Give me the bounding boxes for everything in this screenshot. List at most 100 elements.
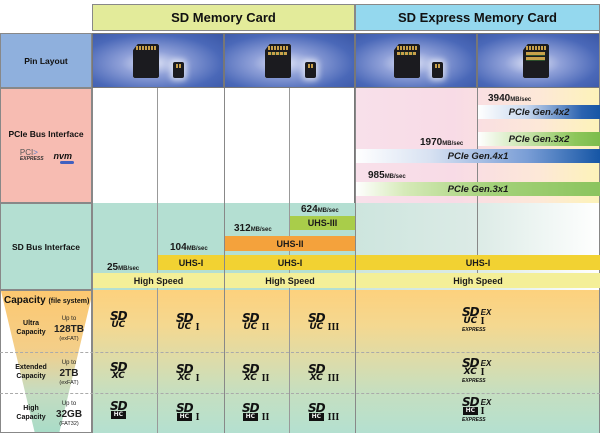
- column-divider: [157, 88, 158, 433]
- capacity-title: Capacity (file system): [4, 295, 89, 306]
- bar-label: UHS-I: [178, 257, 204, 268]
- speed-value: 312: [234, 223, 251, 234]
- bar-label: UHS-I: [465, 257, 491, 268]
- bar-label: PCIe Gen.4x2: [508, 106, 570, 118]
- capacity-type: XC: [463, 367, 477, 377]
- bar-pcie-gen4x2: PCIe Gen.4x2: [478, 105, 600, 119]
- capacity-type: UC: [463, 316, 478, 326]
- capacity-type: UC: [243, 321, 258, 332]
- speed-unit: MB/sec: [510, 97, 532, 103]
- pin-layout-uhs1: [92, 33, 224, 88]
- microsd-card-icon: [173, 62, 184, 78]
- pci-express-logo-top: PCI: [19, 147, 34, 157]
- pcie-empty-area: [92, 88, 355, 203]
- sd-text: SD: [110, 309, 128, 323]
- capacity-legend: Capacity (file system) Ultra Capacity Up…: [0, 290, 92, 433]
- express-label: EXPRESS: [462, 417, 486, 423]
- express-label: EXPRESS: [462, 327, 486, 333]
- bar-label: High Speed: [133, 275, 184, 286]
- speed-unit: MB/sec: [250, 227, 272, 233]
- bar-uhs1: UHS-I: [158, 255, 224, 270]
- capacity-type: HC: [308, 413, 325, 421]
- capacity-name-line2: Capacity: [16, 414, 46, 421]
- sd-text: SD: [176, 401, 194, 415]
- capacity-name-line1: Ultra: [23, 320, 39, 327]
- sd-card-icon: [133, 44, 159, 78]
- bar-label: PCIe Gen.3x2: [508, 133, 570, 145]
- capacity-area: [0, 290, 600, 433]
- sd-text: SD: [308, 401, 326, 415]
- bus-roman-numeral: I: [480, 406, 485, 417]
- capacity-row-name: Ultra Capacity: [9, 319, 53, 337]
- capacity-type: UC: [309, 321, 324, 332]
- capacity-row-name: High Capacity: [9, 404, 53, 422]
- sd-text: SD: [308, 310, 326, 325]
- speed-unit: MB/sec: [186, 246, 208, 252]
- capacity-upto: Up to: [61, 401, 77, 407]
- sd-express-2lane-card-icon: [523, 44, 549, 78]
- bar-pcie-gen3x1: PCIe Gen.3x1: [356, 182, 600, 196]
- microsd-card-uhs2-icon: [305, 62, 316, 78]
- express-ex-text: EX: [480, 398, 492, 407]
- sd-text: SD: [308, 361, 326, 376]
- pin-layout-uhs2-uhs3: [224, 33, 355, 88]
- express-label: EXPRESS: [462, 378, 486, 384]
- sd-text: SD: [462, 395, 480, 409]
- capacity-type: XC: [309, 372, 323, 383]
- capacity-upto: Up to: [61, 360, 77, 366]
- sd-text: SD: [110, 399, 128, 413]
- bar-label: UHS-III: [307, 218, 338, 228]
- capacity-row-value: Up to 32GB (FAT32): [51, 400, 87, 429]
- pin-layout-label: Pin Layout: [24, 55, 68, 66]
- speed-label-high-speed: 25MB/sec: [107, 262, 139, 273]
- column-divider: [224, 88, 225, 433]
- speed-value: 25: [107, 262, 119, 273]
- sd-text: SD: [176, 310, 194, 325]
- express-ex-text: EX: [480, 308, 492, 317]
- bar-label: High Speed: [265, 275, 315, 286]
- capacity-fs: (exFAT): [59, 380, 79, 386]
- column-divider: [355, 88, 356, 433]
- bar-high-speed-express: High Speed: [356, 273, 600, 288]
- row-label-sd-bus-interface: SD Bus Interface: [0, 203, 92, 290]
- capacity-name-line1: High: [23, 405, 39, 412]
- header-sd-memory-card: SD Memory Card: [92, 4, 355, 31]
- bus-roman-numeral: III: [327, 322, 340, 333]
- capacity-name-line2: Capacity: [16, 329, 46, 336]
- bar-label: High Speed: [453, 275, 503, 286]
- microsd-express-card-icon: [432, 62, 443, 78]
- speed-unit: MB/sec: [442, 141, 464, 147]
- sd-text: SD: [462, 305, 480, 319]
- bar-pcie-gen4x1: PCIe Gen.4x1: [356, 149, 600, 163]
- capacity-title-sub: (file system): [48, 298, 90, 305]
- bus-roman-numeral: I: [480, 316, 485, 327]
- bar-high-speed: High Speed: [93, 273, 224, 288]
- sd-text: SD: [462, 356, 480, 370]
- capacity-size: 32GB: [55, 409, 83, 420]
- speed-value: 985: [368, 170, 385, 181]
- speed-unit: MB/sec: [384, 174, 406, 180]
- capacity-type: UC: [177, 321, 192, 332]
- bar-uhs1-express: UHS-I: [356, 255, 600, 270]
- capacity-row-value: Up to 2TB (exFAT): [51, 359, 87, 388]
- speed-label-gen4x1: 1970MB/sec: [420, 137, 463, 148]
- pin-layout-express-2lane: [477, 33, 600, 88]
